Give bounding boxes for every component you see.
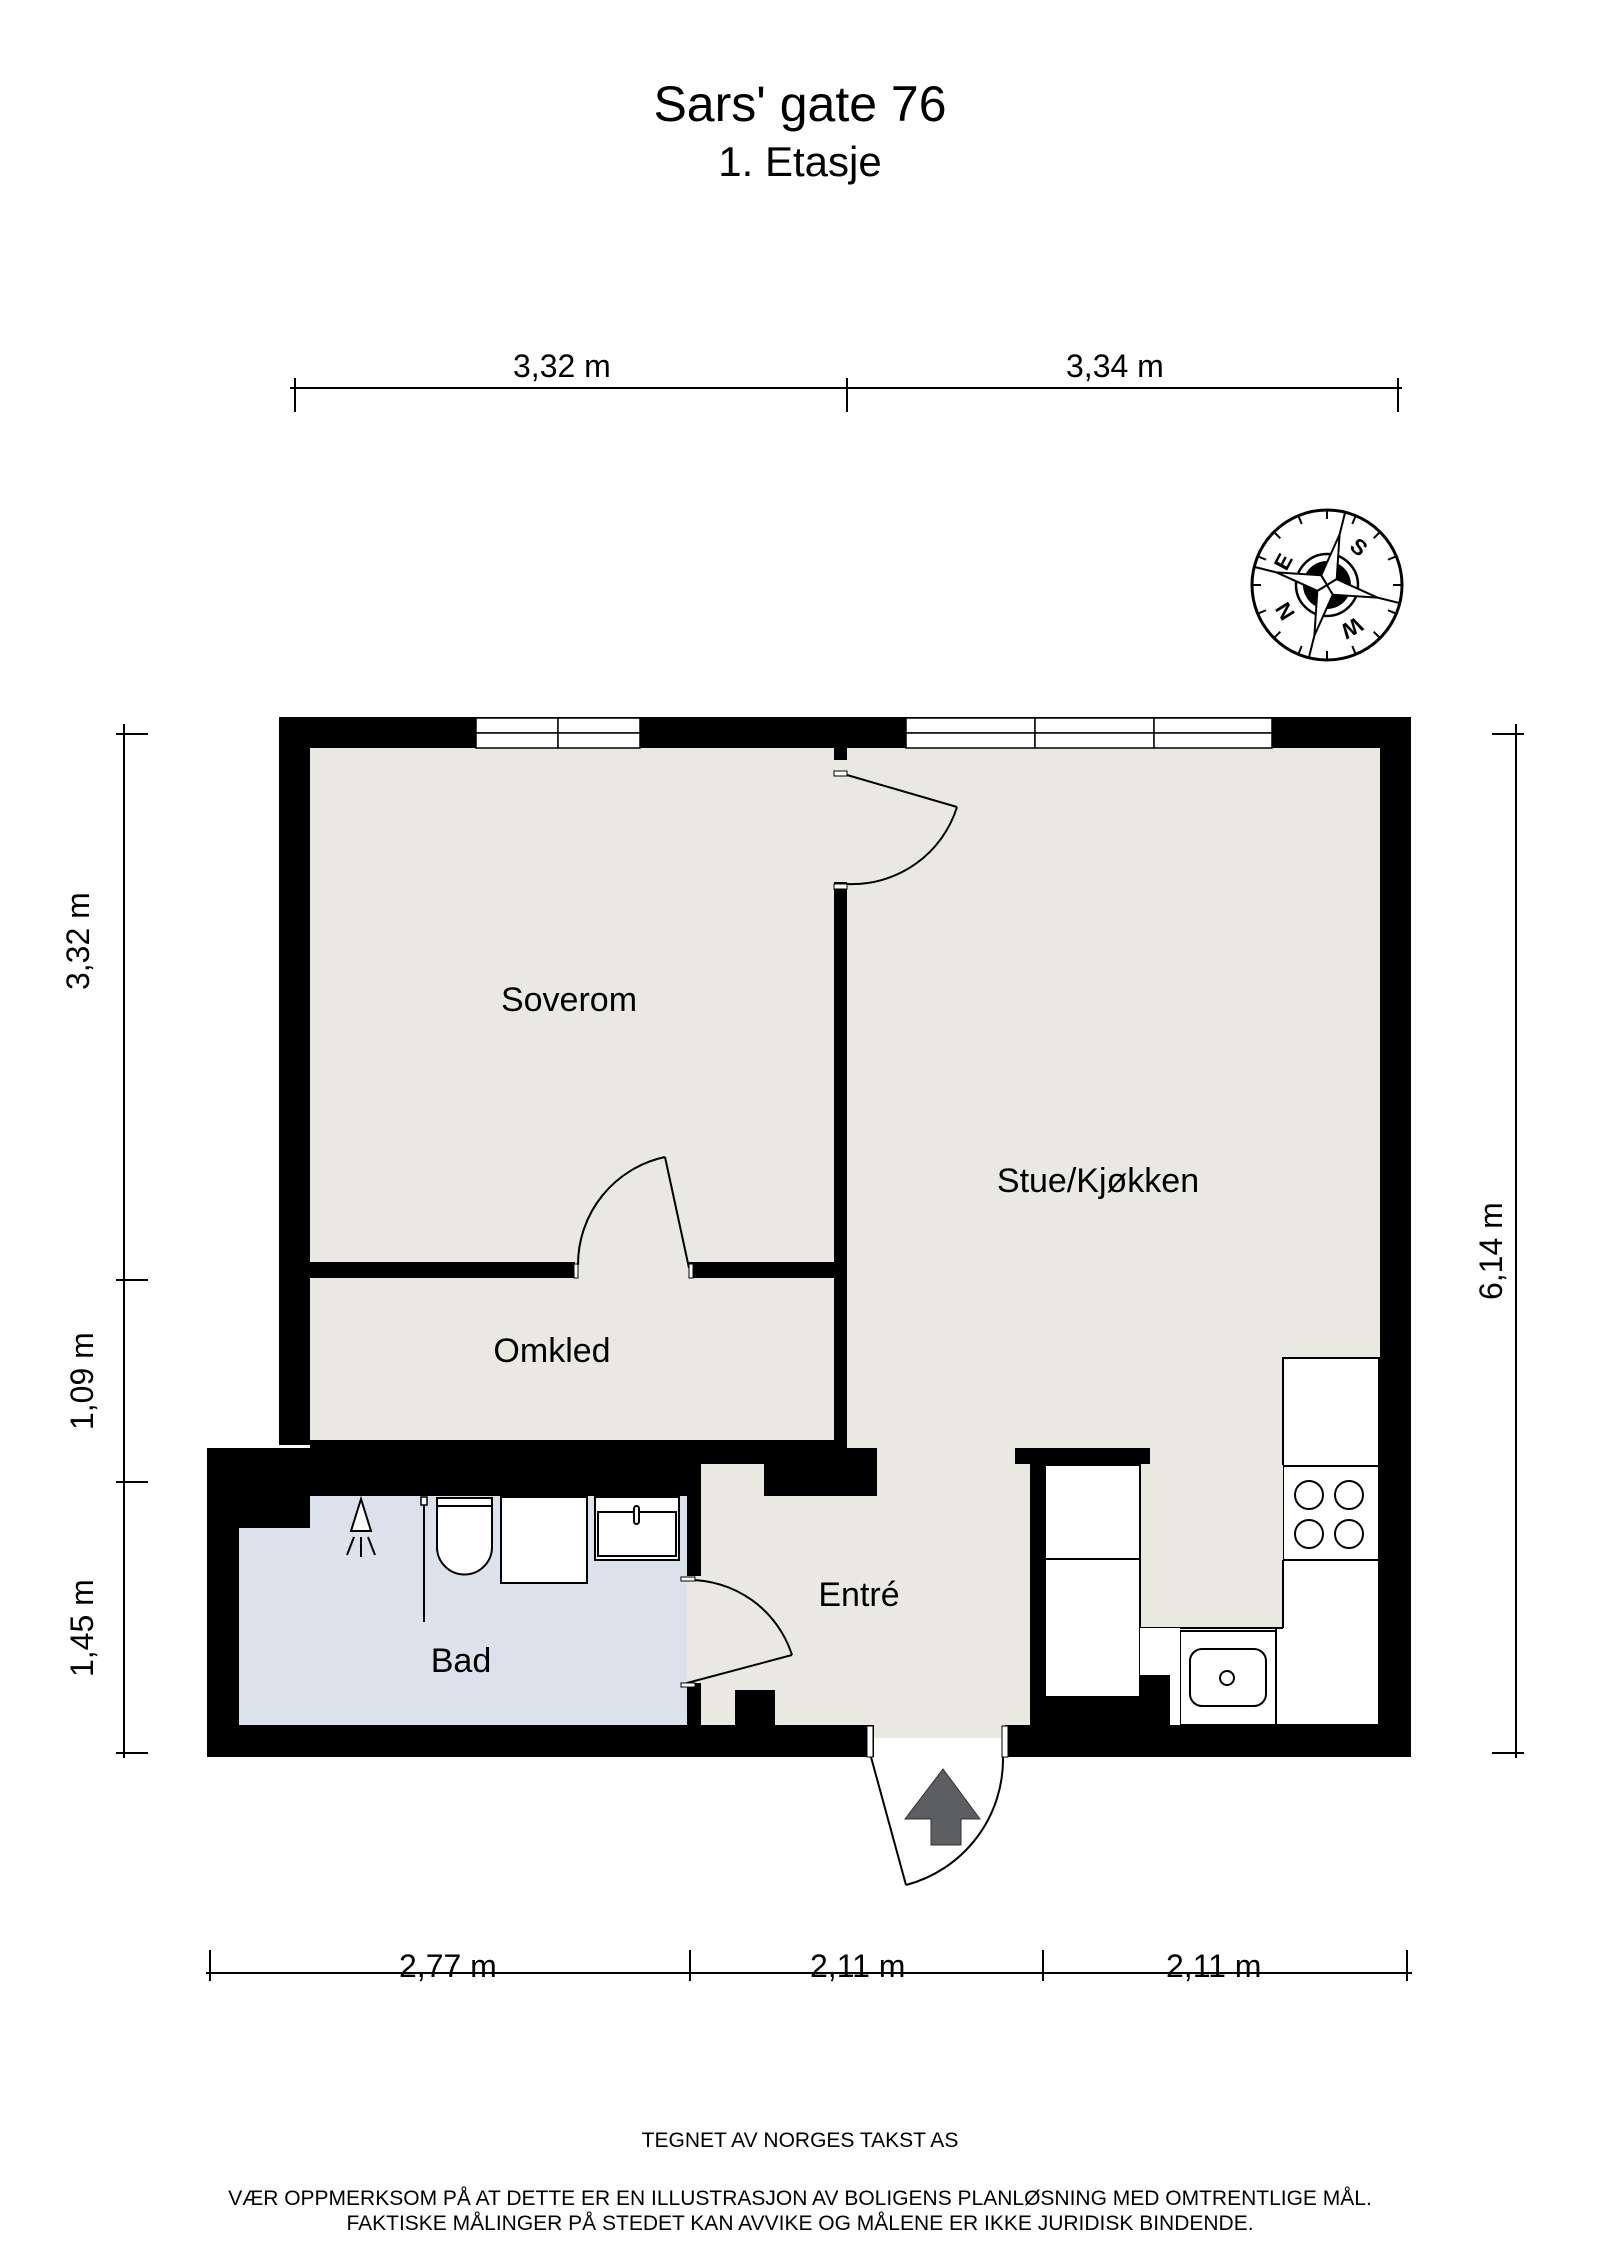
room-label-omkled: Omkled <box>493 1332 610 1370</box>
washing-machine-icon <box>500 1496 588 1584</box>
kitchen-counter-right-top <box>1282 1357 1380 1467</box>
dim-left-2: 1,09 m <box>64 1332 100 1430</box>
entrance-arrow-icon <box>903 1768 981 1846</box>
disclaimer-line-1: VÆR OPPMERKSOM PÅ AT DETTE ER EN ILLUSTR… <box>228 2187 1372 2210</box>
dim-left-3: 1,45 m <box>64 1579 100 1677</box>
disclaimer: VÆR OPPMERKSOM PÅ AT DETTE ER EN ILLUSTR… <box>0 2186 1600 2236</box>
room-labels: Soverom Stue/Kjøkken Omkled Bad Entré <box>431 981 1199 1680</box>
disclaimer-line-2: FAKTISKE MÅLINGER PÅ STEDET KAN AVVIKE O… <box>346 2212 1254 2235</box>
dimension-line-right <box>1492 724 1524 1758</box>
shower-icon <box>346 1495 376 1557</box>
dim-right-1: 6,14 m <box>1473 1202 1509 1300</box>
kitchen-counter-left-bottom <box>1044 1558 1141 1698</box>
room-label-entre: Entré <box>818 1576 899 1614</box>
dim-left-1: 3,32 m <box>60 892 96 990</box>
dim-bottom-1: 2,77 m <box>399 1948 497 1984</box>
kitchen-counter-left-top <box>1044 1464 1141 1560</box>
floor-label: 1. Etasje <box>718 138 882 185</box>
door-omkled-soverom <box>576 1156 690 1269</box>
stove-icon <box>1282 1465 1380 1561</box>
room-label-stue-kjokken: Stue/Kjøkken <box>997 1162 1199 1200</box>
room-label-bad: Bad <box>431 1642 492 1680</box>
door-entre-bad <box>686 1578 793 1684</box>
door-frames <box>573 770 1009 1758</box>
kitchen-counter-right-bottom <box>1275 1559 1380 1726</box>
credit-text: TEGNET AV NORGES TAKST AS <box>641 2129 959 2152</box>
dim-bottom-3: 2,11 m <box>1166 1948 1262 1984</box>
room-label-soverom: Soverom <box>501 981 637 1019</box>
door-front-entrance <box>870 1756 1005 1886</box>
bathroom-fixtures <box>346 1495 680 1622</box>
dimension-line-left <box>116 724 148 1758</box>
toilet-icon <box>436 1497 493 1576</box>
compass-rose-icon: E S W N <box>1250 508 1404 662</box>
bathroom-sink-icon <box>594 1496 680 1561</box>
dimension-line-top <box>290 378 1402 412</box>
windows <box>475 717 1273 749</box>
dim-bottom-2: 2,11 m <box>810 1948 906 1984</box>
kitchen-fixtures <box>1044 1357 1380 1726</box>
dim-top-2: 3,34 m <box>1066 348 1164 384</box>
doors <box>576 774 1005 1886</box>
plan-title: Sars' gate 76 <box>653 76 947 132</box>
dim-top-1: 3,32 m <box>513 348 611 384</box>
door-soverom-stue <box>846 774 958 886</box>
dimension-line-bottom <box>206 1950 1412 1981</box>
kitchen-sink-icon <box>1179 1630 1277 1726</box>
